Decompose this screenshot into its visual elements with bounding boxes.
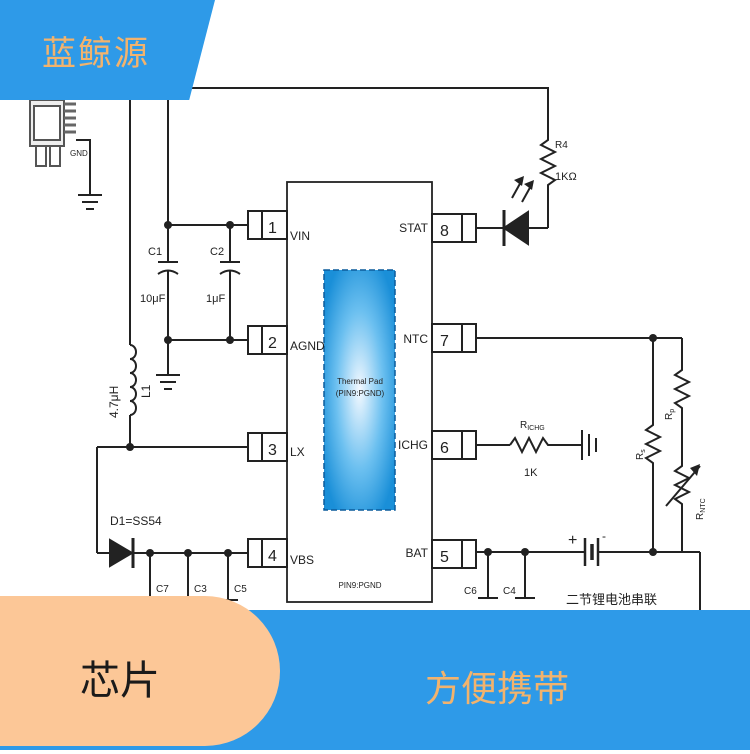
pin-6-name: ICHG	[398, 438, 428, 452]
c4-capacitor	[515, 552, 535, 599]
c1-name: C1	[148, 246, 162, 258]
ntc-thermistor	[672, 460, 692, 552]
c5-label: C5	[234, 584, 247, 595]
r4-resistor	[538, 135, 558, 228]
pin-8-name: STAT	[399, 221, 429, 235]
pin-5-name: BAT	[406, 546, 429, 560]
battery-plus: +	[568, 532, 577, 549]
c3-label: C3	[194, 584, 207, 595]
pin-1-number: 1	[268, 220, 277, 237]
diode-label: D1=SS54	[110, 514, 162, 528]
c1-value: 10μF	[140, 293, 166, 305]
pin-5-number: 5	[440, 549, 449, 566]
battery-label: 二节锂电池串联	[566, 592, 657, 607]
junction-dots	[126, 221, 657, 557]
pin-8-box	[431, 213, 477, 243]
pin-1-name: VIN	[290, 229, 310, 243]
inductor-value: 4.7μH	[107, 386, 121, 418]
r4-value: 1KΩ	[555, 171, 577, 183]
pin-2-box	[247, 325, 288, 355]
c4-label: C4	[503, 586, 516, 597]
richg-value: 1K	[524, 467, 538, 479]
c2-name: C2	[210, 246, 224, 258]
pin-4-box	[247, 538, 288, 568]
diode-d1	[97, 538, 135, 568]
top-rail	[130, 87, 549, 135]
rs-resistor	[643, 420, 663, 552]
pin-3-number: 3	[268, 442, 277, 459]
usb-gnd-wire	[76, 139, 91, 195]
c2-value: 1μF	[206, 293, 225, 305]
pin-7-box	[431, 323, 477, 353]
pin-3-box	[247, 432, 288, 462]
top-brand-strip: 蓝鲸源	[0, 0, 750, 100]
richg-label: RICHG	[520, 420, 545, 432]
pin-2-number: 2	[268, 335, 277, 352]
ic-bottom-label: PIN9:PGND	[338, 581, 381, 590]
rp-label: Rp	[664, 409, 676, 420]
c1-capacitor	[157, 261, 179, 340]
brand-tag	[0, 0, 215, 100]
inductor-name: L1	[139, 384, 153, 398]
thermal-pad-line2: (PIN9:PGND)	[336, 389, 385, 398]
inductor-l1	[129, 344, 137, 416]
rp-resistor	[672, 365, 692, 460]
usb-ground-symbol	[78, 194, 102, 210]
r4-name: R4	[555, 140, 568, 151]
pin-6-number: 6	[440, 440, 449, 457]
rs-label: Rs	[635, 449, 647, 460]
pin-4-name: VBS	[290, 553, 314, 567]
chip-pill	[0, 596, 280, 746]
pin-7-name: NTC	[403, 332, 428, 346]
usb-connector	[29, 99, 76, 167]
c6-label: C6	[464, 586, 477, 597]
pin-6-box	[431, 430, 477, 460]
usb-gnd-label: GND	[70, 149, 88, 158]
thermal-pad	[323, 269, 396, 511]
chip-label: 芯片	[80, 658, 160, 704]
thermal-pad-line1: Thermal Pad	[337, 377, 383, 386]
pin-4-number: 4	[268, 548, 277, 565]
c2-capacitor	[219, 261, 241, 340]
battery-minus: -	[602, 529, 606, 543]
r-ntc-label: RNTC	[695, 498, 707, 520]
c7-label: C7	[156, 584, 169, 595]
pin-7-number: 7	[440, 333, 449, 350]
led	[476, 176, 548, 246]
richg-resistor	[509, 435, 582, 455]
brand-name: 蓝鲸源	[42, 34, 150, 74]
pin-8-number: 8	[440, 223, 449, 240]
pin-2-name: AGND	[290, 339, 325, 353]
agnd-ground-symbol	[156, 374, 180, 390]
c6-capacitor	[478, 552, 498, 599]
portable-label: 方便携带	[425, 669, 570, 710]
ichg-ground-symbol	[581, 430, 597, 460]
pin-5-box	[431, 539, 477, 569]
battery-symbol	[583, 538, 600, 566]
pin-1-box	[247, 210, 288, 240]
pin-3-name: LX	[290, 445, 305, 459]
